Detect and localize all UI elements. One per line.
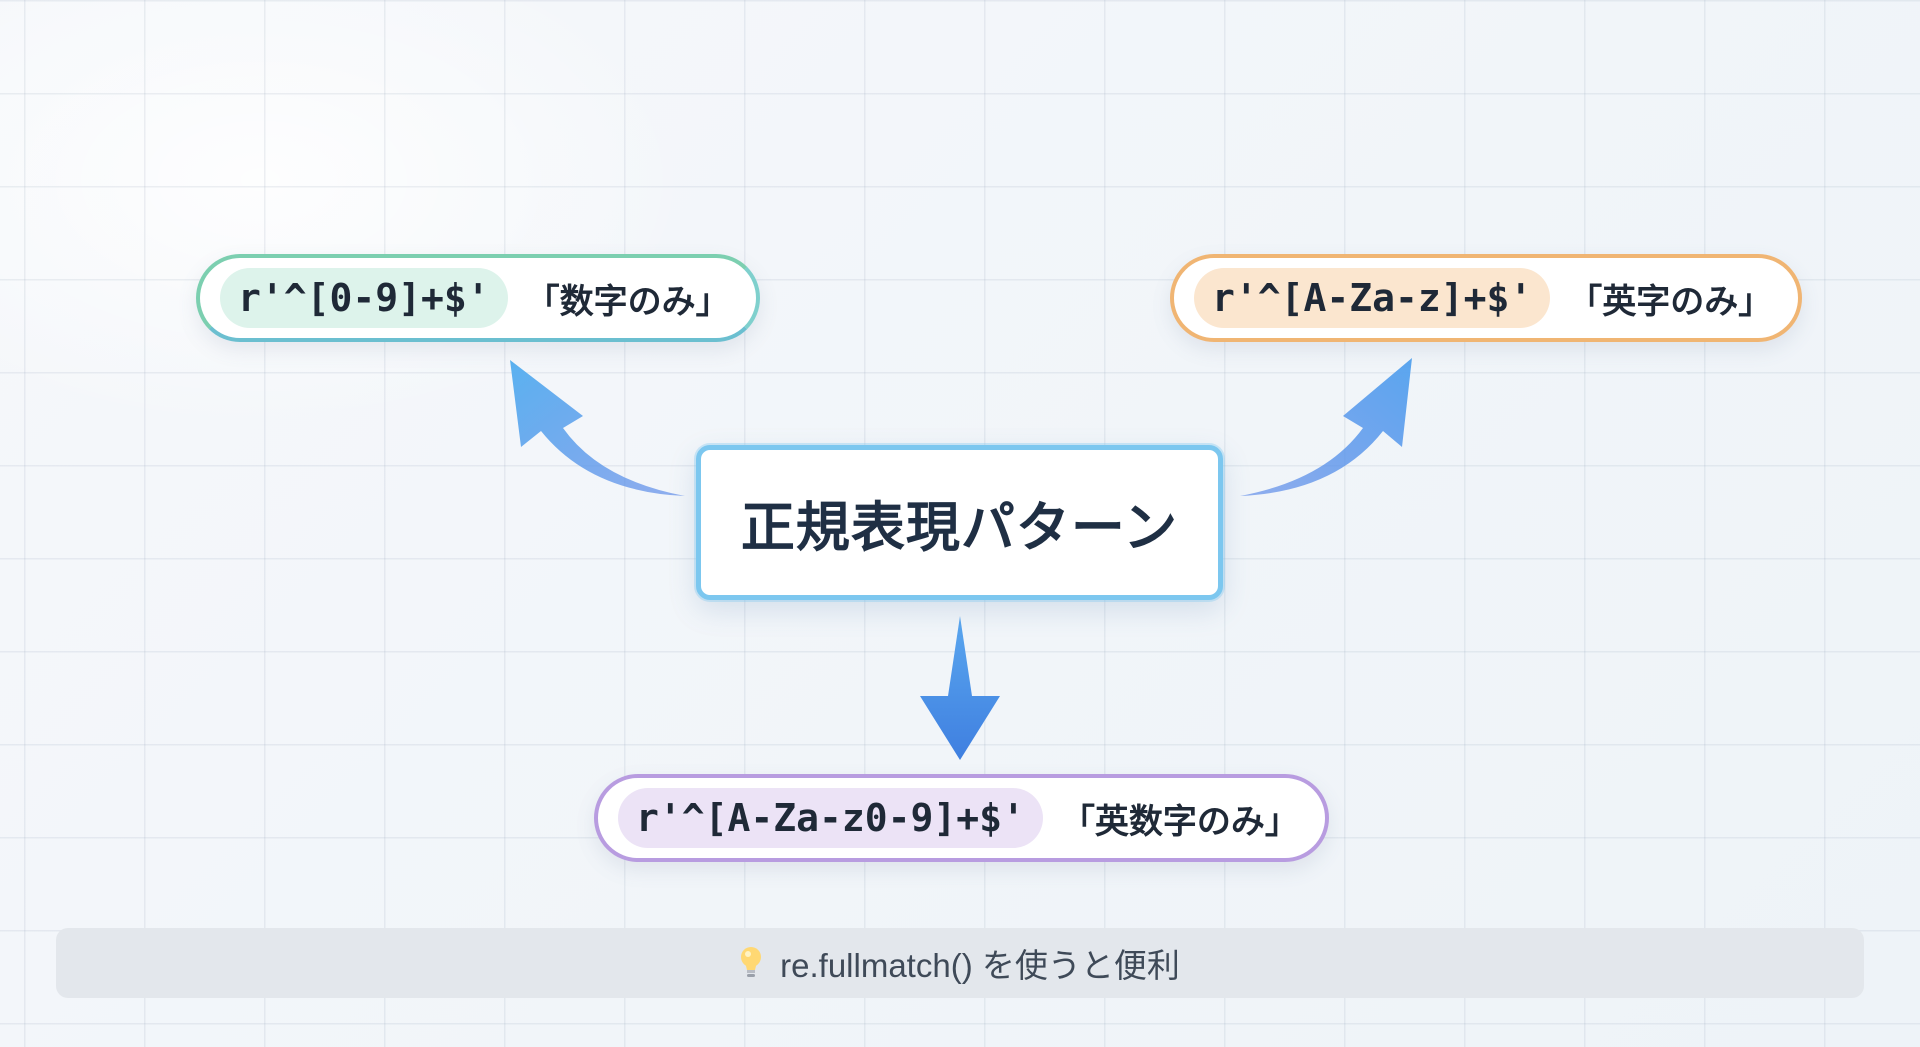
pattern-alnum-node: r'^[A-Za-z0-9]+$' 「英数字のみ」	[594, 774, 1329, 862]
arrow-to-alnum	[920, 616, 1000, 760]
pattern-digits-node: r'^[0-9]+$' 「数字のみ」	[196, 254, 760, 342]
pattern-alnum-label: 「英数字のみ」	[1060, 801, 1299, 842]
tip-bar: re.fullmatch() を使うと便利	[56, 928, 1864, 998]
lightbulb-icon	[740, 946, 762, 980]
center-title: 正規表現パターン	[740, 496, 1179, 559]
center-node: 正規表現パターン	[696, 445, 1223, 600]
pattern-letters-node: r'^[A-Za-z]+$' 「英字のみ」	[1170, 254, 1803, 342]
pattern-digits-label: 「数字のみ」	[525, 281, 730, 322]
pattern-digits-code: r'^[0-9]+$'	[220, 268, 508, 328]
pattern-letters-label: 「英字のみ」	[1568, 281, 1773, 322]
pattern-letters-code: r'^[A-Za-z]+$'	[1194, 268, 1551, 328]
pattern-alnum-code: r'^[A-Za-z0-9]+$'	[618, 788, 1043, 848]
arrow-to-letters	[1240, 358, 1412, 496]
tip-text: re.fullmatch() を使うと便利	[780, 947, 1180, 984]
arrow-to-digits	[510, 360, 685, 496]
